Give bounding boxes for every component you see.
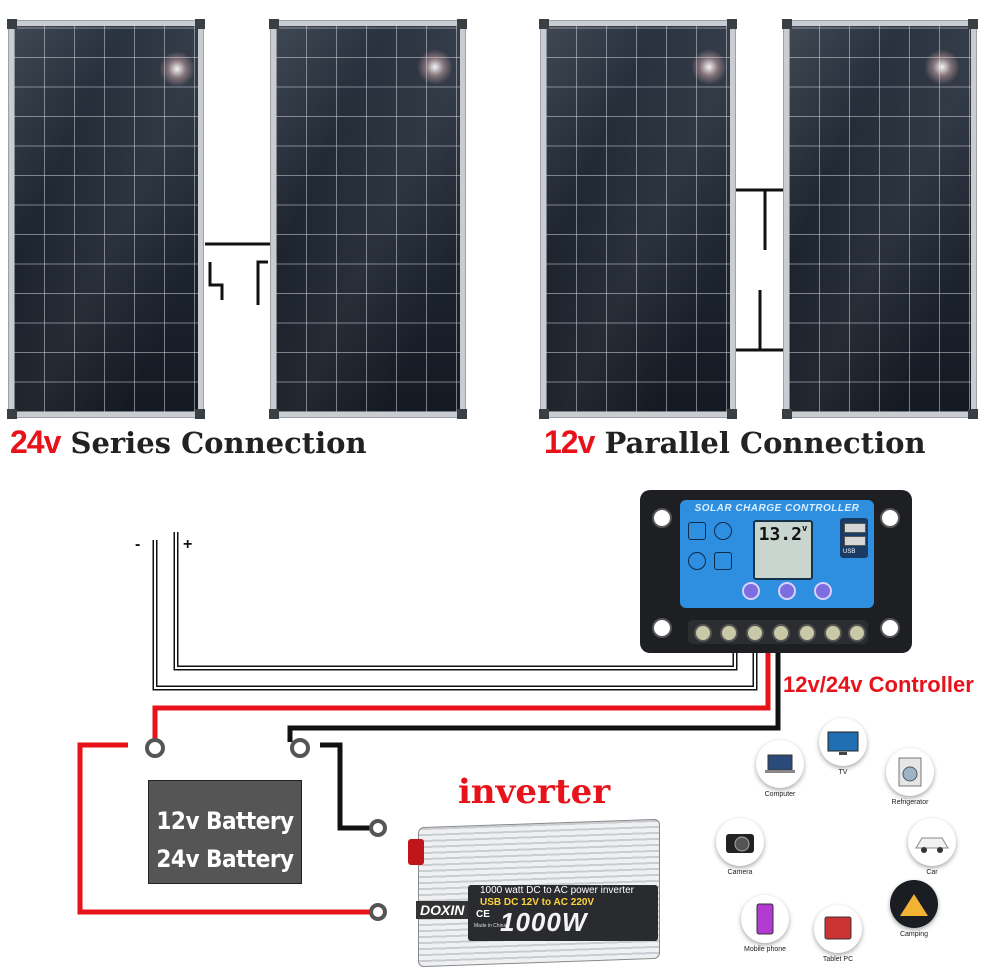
device-mobile-phone: Mobile phone [735,895,795,953]
parallel-caption: 12v Parallel Connection [544,424,926,461]
plus-sign: + [183,536,193,553]
device-label: Camping [899,931,928,938]
panel-negative-wire-white [154,540,756,689]
battery-negative-wire [287,648,781,742]
solar-panel-4 [782,19,978,419]
device-tablet: Tablet PC [810,905,866,963]
device-label: Camera [727,869,753,876]
device-camera: Camera [710,818,770,876]
parallel-cable [735,290,762,352]
series-text: Series Connection [70,426,367,460]
inverter-ce-mark: CE [476,909,490,920]
ring-terminal [290,738,310,758]
device-car: Car [904,818,960,876]
device-tv: TV [815,718,871,776]
solar-panel-3 [539,19,737,419]
glare [417,49,453,85]
inverter-input-cap [408,839,424,865]
glare [691,49,727,85]
usb-ports: USB [840,518,868,558]
phone-icon [756,903,774,935]
glare [924,49,960,85]
device-label: TV [838,769,848,776]
controller-label: 12v/24v Controller [783,672,974,697]
battery-positive-wire [152,648,771,742]
parallel-voltage: 12v [544,424,595,460]
inverter-spec: 1000 watt DC to AC power inverter [480,885,634,896]
device-computer: Computer [750,740,810,798]
charge-controller: SOLAR CHARGE CONTROLLER 13.2v USB [640,490,912,653]
camera-icon [726,834,754,853]
inverter-positive-wire [77,742,372,915]
ring-terminal [145,738,165,758]
lock-icon [714,552,732,570]
inverter-made: Made in China [474,923,507,929]
washing-machine-icon [898,757,922,787]
mcu-control-icon [688,522,706,540]
device-label: Car [926,869,938,876]
series-voltage: 24v [10,424,61,460]
terminal-block [688,620,868,644]
device-refrigerator: Refrigerator [880,748,940,806]
tv-icon [827,731,859,755]
glare [159,51,195,87]
minus-sign: - [135,536,141,553]
solar-panel-2 [269,19,467,419]
controller-lcd: 13.2v [753,520,813,580]
panel-positive-wire-white [175,532,736,669]
laptop-icon [765,754,795,773]
inverter: DOXIN 1000 watt DC to AC power inverter … [408,815,668,968]
series-cable [208,262,224,300]
series-caption: 24v Series Connection [10,424,367,461]
device-camping: Camping [884,880,944,938]
load-button[interactable] [814,582,832,600]
inverter-brand: DOXIN [416,901,469,919]
device-label: Mobile phone [743,946,787,953]
inverter-usb-spec: USB DC 12V to AC 220V [480,897,595,908]
usb-label: USB [843,549,856,555]
settings-icon [714,522,732,540]
battery-line-2: 24v Battery [156,845,294,873]
inverter-label: inverter [458,772,611,812]
inverter-plate [468,885,658,941]
tent-icon [900,894,928,916]
parallel-text: Parallel Connection [604,426,926,460]
device-label: Tablet PC [822,956,854,963]
inverter-rating: 1000W [500,907,588,937]
solar-panel-1 [7,19,205,419]
ring-terminal [369,819,387,837]
device-label: Computer [764,791,796,798]
solar-button[interactable] [742,582,760,600]
battery-line-1: 12v Battery [156,807,294,835]
car-icon [915,837,949,853]
ring-terminal [369,903,387,921]
battery: 12v Battery 24v Battery [148,780,302,884]
battery-button[interactable] [778,582,796,600]
lcd-value: 13.2v [758,524,808,545]
tablet-icon [824,916,852,940]
parallel-cable [735,188,767,250]
controller-title: SOLAR CHARGE CONTROLLER [694,503,860,514]
series-cable [256,260,268,305]
controller-face: SOLAR CHARGE CONTROLLER 13.2v USB [680,500,874,608]
inverter-negative-wire [320,742,372,831]
device-label: Refrigerator [891,799,929,806]
timer-icon [688,552,706,570]
